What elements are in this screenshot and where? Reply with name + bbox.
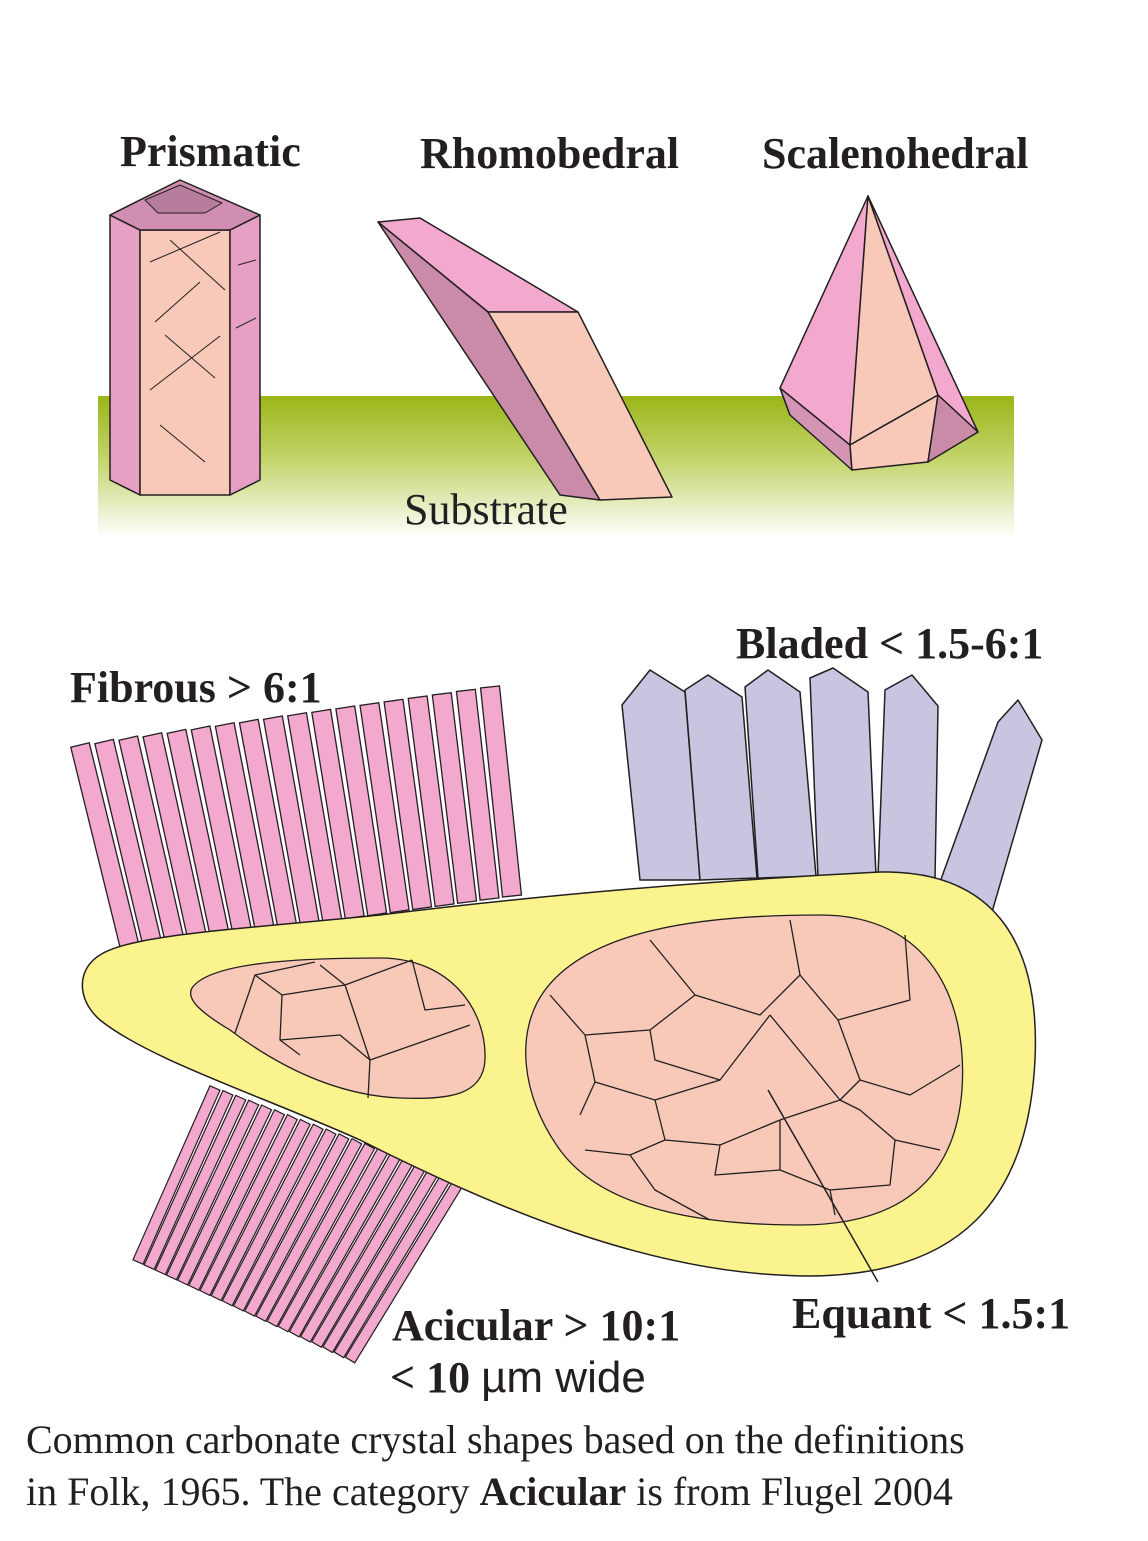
acicular-crystal xyxy=(143,1089,234,1271)
equant-cavity-large xyxy=(525,914,964,1226)
acicular-crystal xyxy=(165,1099,260,1281)
fibrous-crystal xyxy=(359,701,410,914)
acicular-width-unit: µm wide xyxy=(481,1353,646,1402)
caption-line-2-post: is from Flugel 2004 xyxy=(626,1469,953,1514)
fibrous-crystal xyxy=(479,685,523,898)
fibrous-crystal xyxy=(455,688,500,901)
caption-line-2: in Folk, 1965. The category Acicular is … xyxy=(26,1466,1136,1518)
scalenohedral-label: Scalenohedral xyxy=(762,129,1029,178)
fibrous-crystals xyxy=(69,685,523,952)
equant-label: Equant < 1.5:1 xyxy=(792,1289,1071,1338)
acicular-width-label: < 10 µm wide xyxy=(390,1352,646,1403)
fibrous-label: Fibrous > 6:1 xyxy=(70,663,322,712)
bladed-label: Bladed < 1.5-6:1 xyxy=(736,619,1044,668)
acicular-crystal xyxy=(176,1104,273,1286)
rhombohedral-label: Rhomobedral xyxy=(420,129,680,178)
substrate-label: Substrate xyxy=(404,485,568,534)
acicular-width-prefix: < 10 xyxy=(390,1353,482,1402)
acicular-crystal xyxy=(210,1118,311,1302)
figure-caption: Common carbonate crystal shapes based on… xyxy=(26,1414,1136,1518)
acicular-crystals xyxy=(132,1084,466,1364)
equant-cavity-small xyxy=(189,957,486,1100)
caption-line-2-bold: Acicular xyxy=(479,1469,627,1514)
acicular-crystal xyxy=(199,1113,299,1297)
acicular-crystal xyxy=(132,1084,221,1266)
caption-line-1: Common carbonate crystal shapes based on… xyxy=(26,1417,965,1462)
acicular-crystal xyxy=(266,1142,376,1328)
acicular-crystal xyxy=(154,1094,247,1276)
equant-leader-line xyxy=(767,1089,879,1283)
bladed-crystals xyxy=(621,667,1043,913)
acicular-crystal xyxy=(255,1137,363,1323)
fibrous-crystal xyxy=(407,695,455,908)
acicular-crystal xyxy=(188,1108,286,1292)
fibrous-crystal xyxy=(383,698,433,911)
acicular-label: Acicular > 10:1 xyxy=(392,1301,681,1350)
fibrous-crystal xyxy=(431,691,478,904)
acicular-crystal xyxy=(243,1133,350,1317)
prismatic-label: Prismatic xyxy=(120,127,301,176)
caption-line-2-pre: in Folk, 1965. The category xyxy=(26,1469,480,1514)
prismatic-crystal xyxy=(109,179,261,496)
acicular-crystal xyxy=(232,1128,337,1312)
acicular-crystal xyxy=(221,1123,324,1307)
scalenohedral-crystal xyxy=(779,195,979,471)
rhombohedral-crystal xyxy=(377,217,673,501)
fibrous-crystal xyxy=(335,705,388,917)
